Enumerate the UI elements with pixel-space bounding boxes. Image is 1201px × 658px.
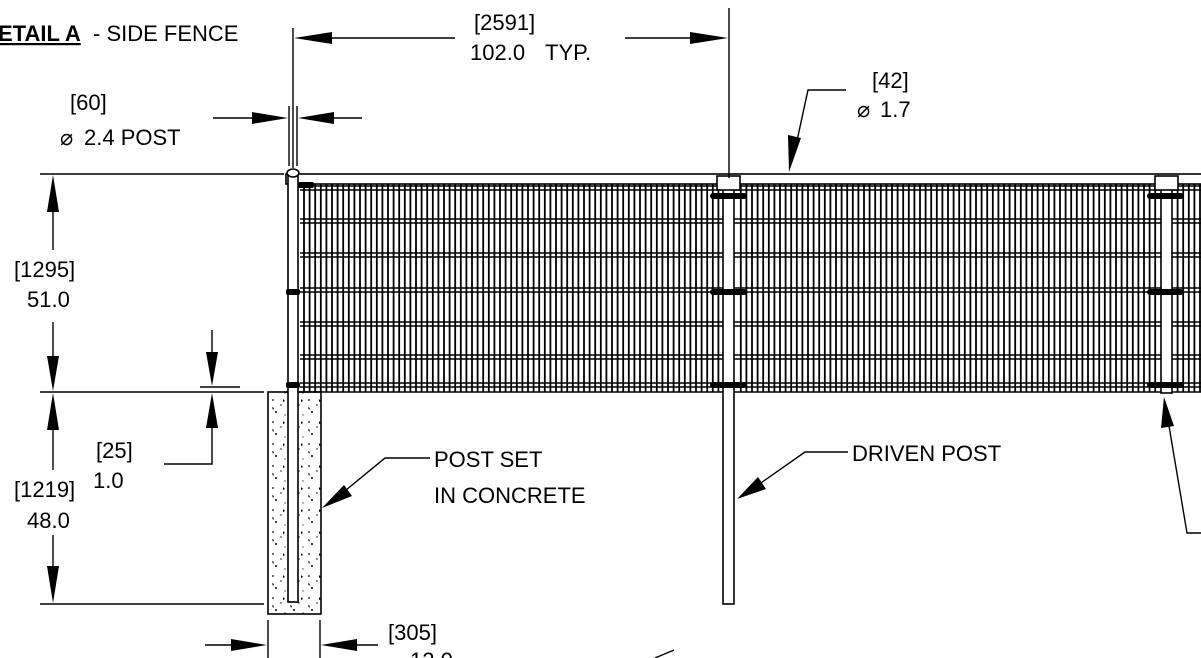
embed-in: 48.0 bbox=[27, 508, 70, 533]
callout-concrete-line2: IN CONCRETE bbox=[434, 483, 586, 508]
right-post-cap bbox=[1154, 175, 1179, 191]
rail-diameter-symbol: ⌀ bbox=[857, 97, 870, 122]
rail-in: 1.7 bbox=[880, 97, 911, 122]
detail-title-label: ETAIL A bbox=[0, 21, 81, 46]
driven-post bbox=[722, 177, 735, 605]
middle-post-cap bbox=[716, 175, 741, 191]
left-post-cap bbox=[286, 168, 300, 178]
horizontal-wires bbox=[300, 185, 1201, 388]
dimension-rail-diameter: [42] ⌀ 1.7 bbox=[788, 68, 911, 172]
top-rail bbox=[285, 173, 1201, 185]
panel-spacing-mm: [2591] bbox=[474, 10, 535, 35]
post-clamps bbox=[286, 182, 1184, 388]
dimension-embed: [1219] 48.0 bbox=[14, 393, 264, 605]
dimension-post-diameter: [60] ⌀ 2.4 POST bbox=[60, 90, 362, 166]
fence-panels bbox=[285, 173, 1201, 393]
height-in: 51.0 bbox=[27, 287, 70, 312]
callout-right bbox=[1161, 397, 1201, 534]
clearance-mm: [25] bbox=[96, 438, 133, 463]
footing-in: 12.0 bbox=[410, 648, 453, 658]
post-in: 2.4 POST bbox=[84, 125, 181, 150]
dimension-footing: [305] 12.0 bbox=[205, 620, 675, 658]
dimension-clearance: [25] 1.0 bbox=[93, 330, 240, 493]
dimension-height: [1295] 51.0 bbox=[14, 173, 284, 393]
callout-concrete: POST SET IN CONCRETE bbox=[322, 447, 586, 508]
clearance-in: 1.0 bbox=[93, 468, 124, 493]
height-mm: [1295] bbox=[14, 257, 75, 282]
detail-subtitle: - SIDE FENCE bbox=[93, 21, 238, 46]
callout-concrete-line1: POST SET bbox=[434, 447, 542, 472]
post-diameter-symbol: ⌀ bbox=[60, 125, 73, 150]
panel-spacing-in: 102.0 bbox=[470, 40, 525, 65]
posts bbox=[267, 168, 1184, 615]
panel-spacing-typ: TYP. bbox=[545, 40, 591, 65]
callout-driven-post: DRIVEN POST bbox=[737, 441, 1001, 499]
post-mm: [60] bbox=[70, 90, 107, 115]
detail-title: ETAIL A - SIDE FENCE bbox=[0, 21, 238, 46]
callout-driven-label: DRIVEN POST bbox=[852, 441, 1001, 466]
footing-mm: [305] bbox=[388, 620, 437, 645]
right-post bbox=[1160, 177, 1173, 394]
rail-mm: [42] bbox=[872, 68, 909, 93]
dimension-panel-spacing: [2591] 102.0 TYP. bbox=[292, 8, 730, 178]
embed-mm: [1219] bbox=[14, 477, 75, 502]
